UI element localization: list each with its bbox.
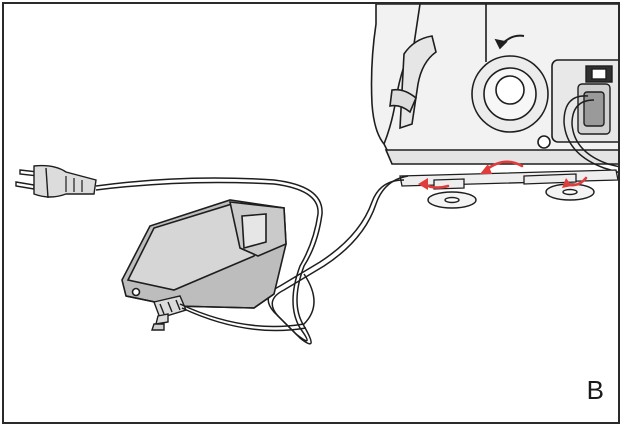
machine-socket-cords [563, 95, 618, 173]
pedal-connector-icon [151, 295, 187, 331]
sewing-machine-icon [370, 4, 618, 165]
rotate-arrow-heads [418, 164, 572, 190]
setup-illustration [15, 4, 618, 345]
pedal-cord [179, 273, 315, 332]
machine-foot-left [427, 191, 477, 209]
extension-bar [399, 169, 618, 190]
illustration-frame: B [2, 2, 620, 424]
power-cord [95, 175, 409, 345]
panel-label: B [586, 375, 604, 405]
power-plug-icon [15, 164, 97, 199]
foot-pedal-icon [121, 199, 287, 309]
